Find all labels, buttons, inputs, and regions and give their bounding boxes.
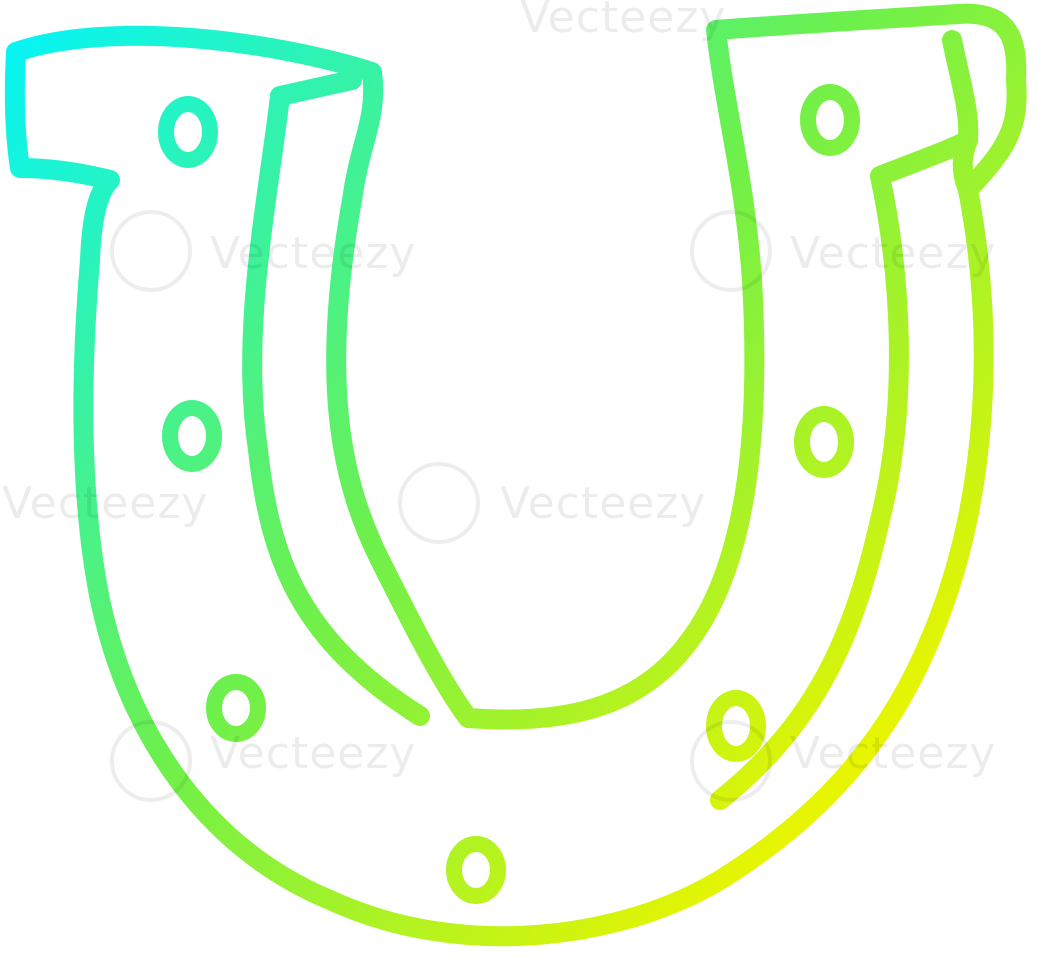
nail-hole-3: [206, 674, 266, 742]
nail-hole-6: [794, 406, 854, 478]
nail-hole-5: [706, 690, 766, 762]
bevel-right-side: [952, 130, 978, 200]
nail-hole-4: [446, 836, 506, 904]
nail-hole-1: [158, 96, 218, 168]
inner-left-edge: [242, 86, 430, 726]
nail-hole-2: [162, 400, 222, 472]
inner-right-edge: [710, 166, 909, 810]
bevel-left-top: [270, 70, 362, 106]
nail-hole-7: [800, 84, 860, 156]
horseshoe-outline: [4, 3, 1027, 947]
